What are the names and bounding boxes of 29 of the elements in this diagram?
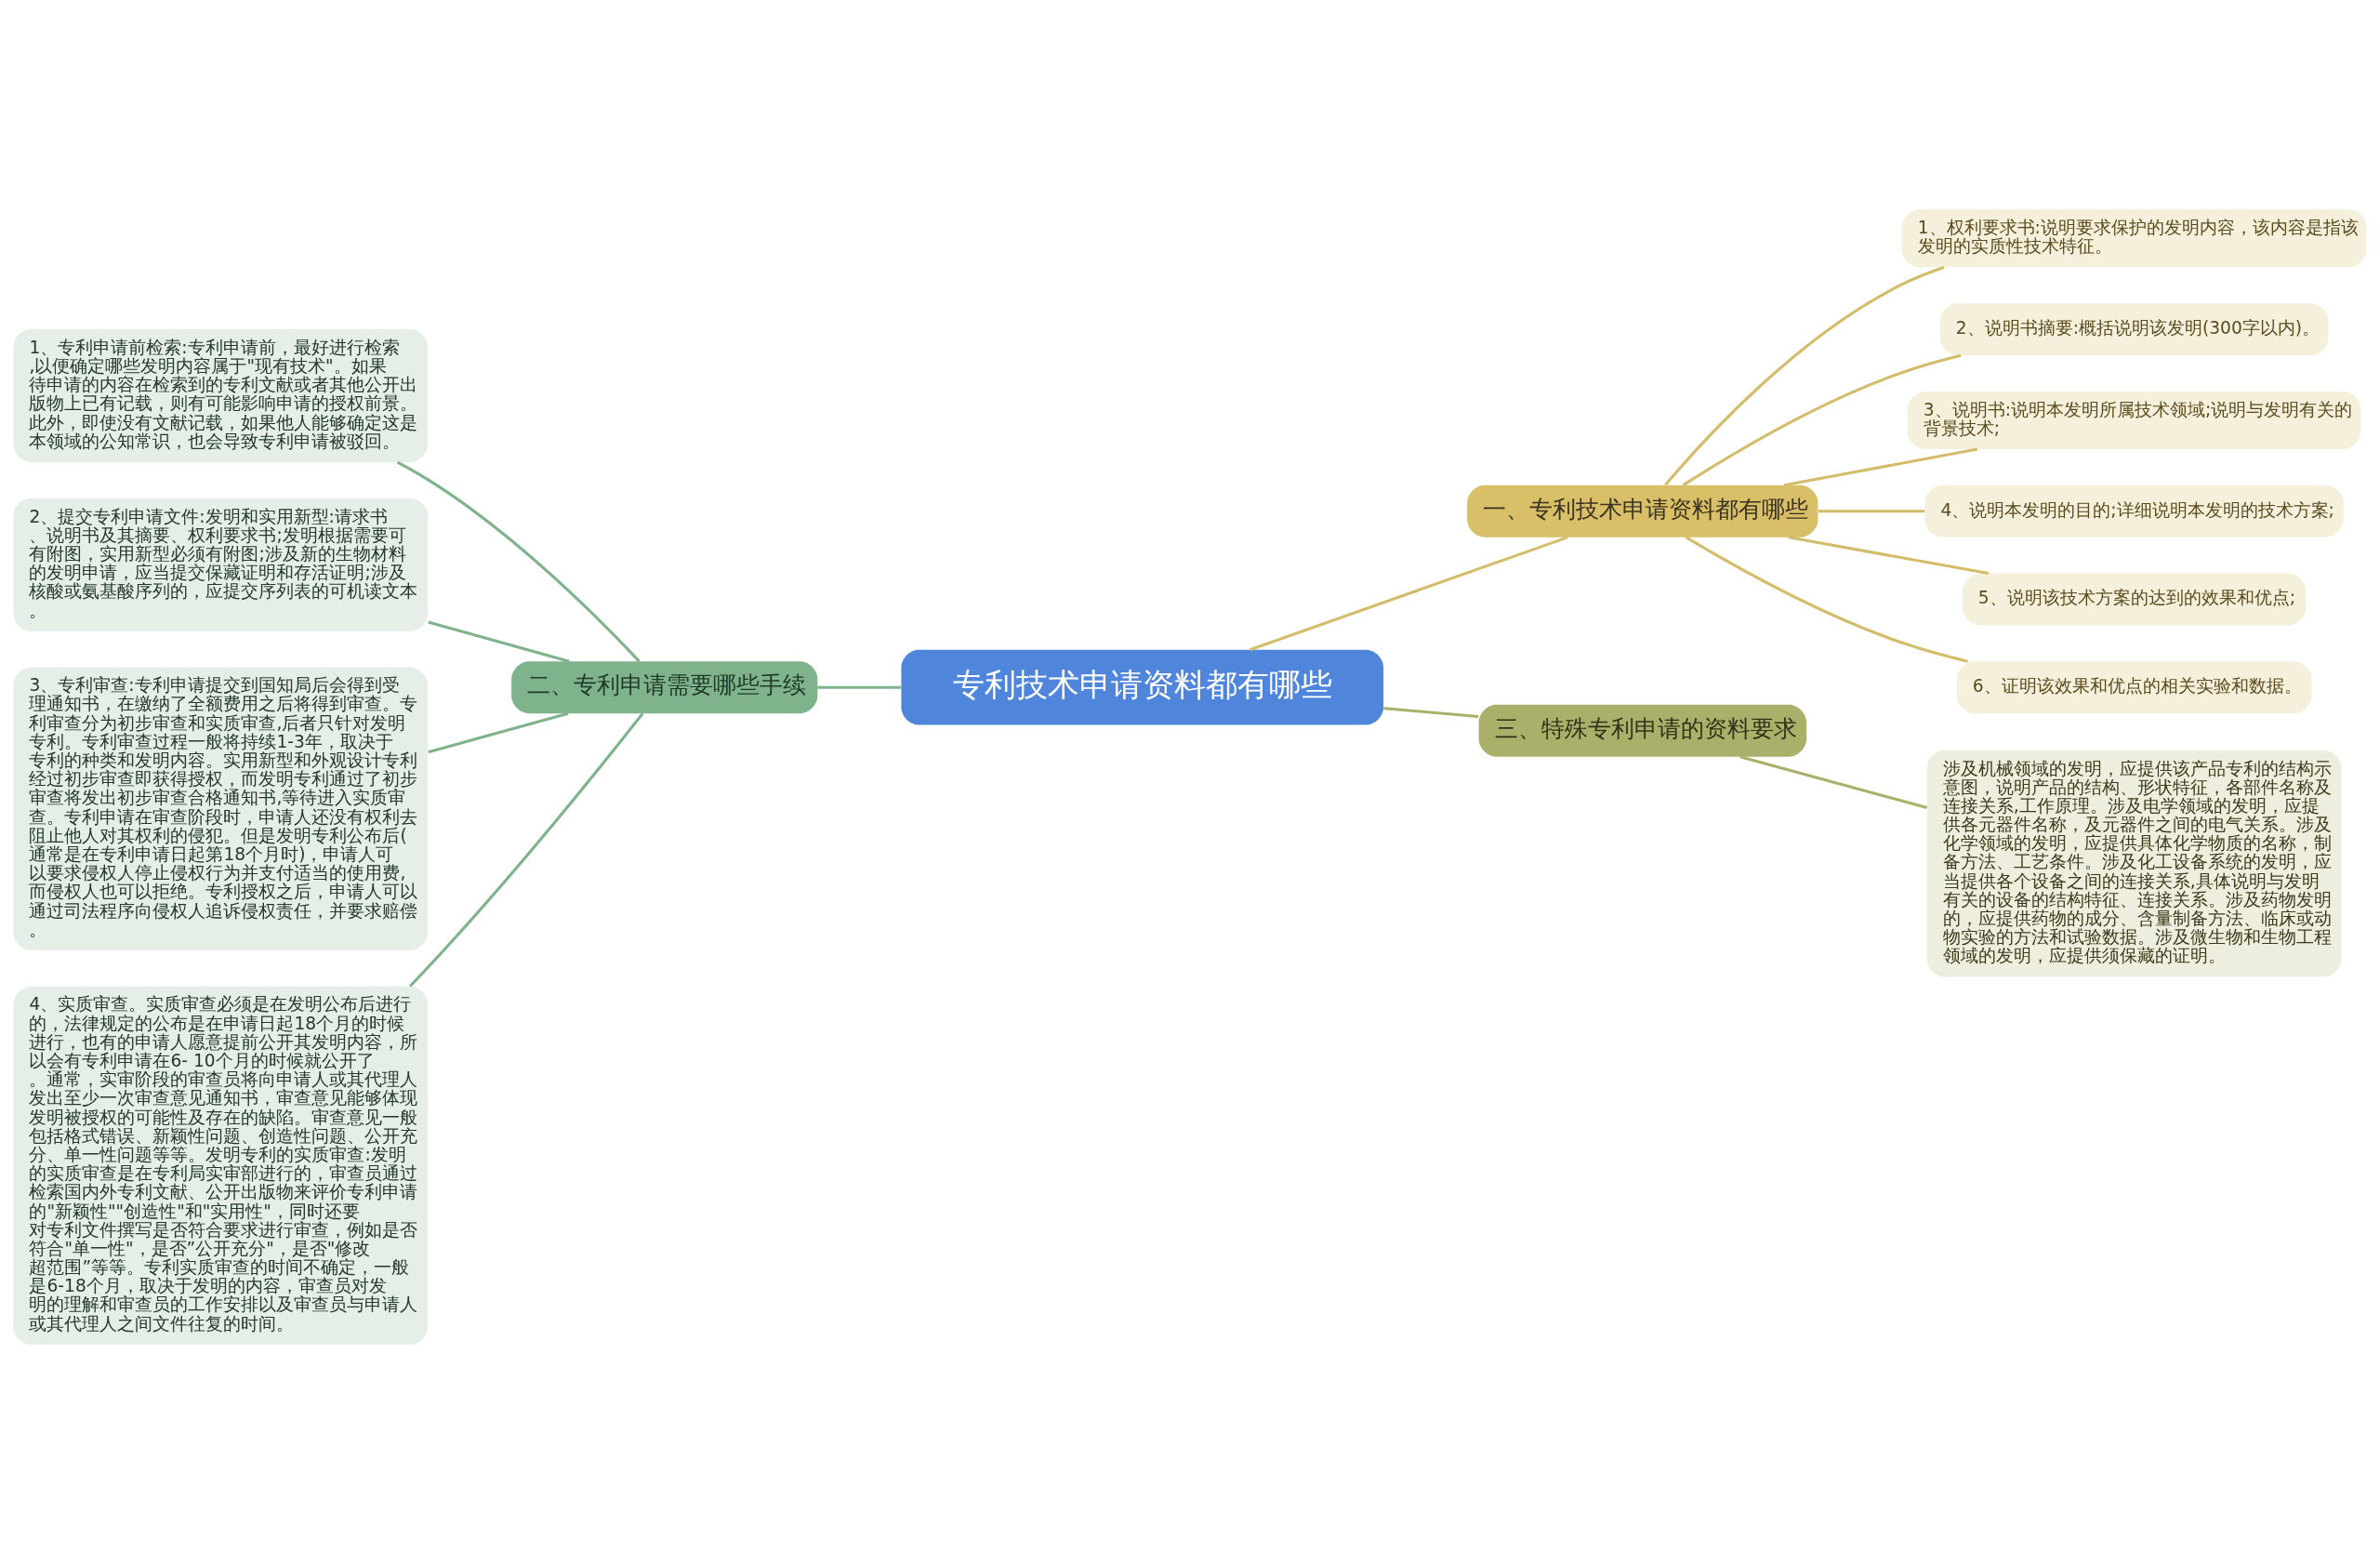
connector: [408, 712, 644, 988]
connector: [428, 619, 570, 663]
connector: [1788, 535, 1990, 575]
node-box: 3、说明书:说明本发明所属技术领域;说明与发明有关的背景技术;: [1907, 391, 2361, 449]
connector: [1818, 509, 1925, 512]
node-box: 专利技术申请资料都有哪些: [901, 649, 1384, 725]
connector: [817, 685, 902, 689]
node-box: 4、实质审查。实质审查必须是在发明公布后进行的，法律规定的公布是在申请日起18个月的时候进行，也有的申请人愿意提前公开其发明内容，所以会有专利申请在6- 10个月的时候就公开了。通常，实审阶段的审查员将向申请人或其代理人发出至少一次审查意见通知书，审查意见能够体现发明被授权的可能性及存在的缺陷。审查意见一般包括格式错误、新颖性问题、创造性问题、公开充分、单一性问题等等。发明专利的实质审查:发明的实质审查是在专利局实审部进行的，审查员通过检索国内外专利文献、公开出版物来评价专利申请的"新颖性""创造性"和"实用性"，同时还要对专利文件撰写是否符合要求进行审查，例如是否符合"单一性"，是否”公开充分"，是否"修改超范围”等等。专利实质审查的时间不确定，一般是6-18个月，取决于发明的内容，审查员对发明的理解和审查员的工作安排以及审查员与申请人或其代理人之间文件往复的时间。: [13, 986, 429, 1345]
node-box: 4、说明本发明的目的;详细说明本发明的技术方案;: [1924, 484, 2344, 538]
connector: [428, 711, 569, 753]
node-box: 1、权利要求书:说明要求保护的发明内容，该内容是指该发明的实质性技术特征。: [1901, 208, 2367, 267]
node-box: 三、特殊专利申请的资料要求: [1478, 704, 1807, 757]
node-box: 3、专利审查:专利申请提交到国知局后会得到受理通知书，在缴纳了全额费用之后将得到审查。专利审查分为初步审查和实质审查,后者只针对发明专利。专利审查过程一般将持续1-3年，取决于专利的种类和发明内容。实用新型和外观设计专利经过初步审查即获得授权，而发明专利通过了初步审查将发出初步审查合格通知书,等待进入实质审查。专利申请在审查阶段时，申请人还没有权利去阻止他人对其权利的侵犯。但是发明专利公布后(通常是在专利申请日起第18个月时)，申请人可以要求侵权人停止侵权行为并支付适当的使用费,而侵权人也可以拒绝。专利授权之后，申请人可以通过司法程序向侵权人追诉侵权责任，并要求赔偿。: [13, 667, 429, 950]
node-box: 二、专利申请需要哪些手续: [511, 660, 818, 713]
node-box: 5、说明该技术方案的达到的效果和优点;: [1962, 573, 2307, 625]
node-box: 6、证明该效果和优点的相关实验和数据。: [1956, 660, 2312, 713]
node-box: 1、专利申请前检索:专利申请前，最好进行检索,以便确定哪些发明内容属于"现有技术"。如果待申请的内容在检索到的专利文献或者其他公开出版物上已有记载，则有可能影响申请的授权前景。此外，即使没有文献记载，如果他人能够确定这是本领域的公知常识，也会导致专利申请被驳回。: [13, 328, 429, 462]
connector: [396, 460, 641, 662]
connector: [1739, 754, 1927, 809]
connector: [1383, 706, 1479, 718]
node-box: 2、说明书摘要:概括说明该发明(300字以内)。: [1939, 302, 2329, 355]
connector: [1664, 265, 1945, 485]
node-box: 涉及机械领域的发明，应提供该产品专利的结构示意图，说明产品的结构、形状特征，各部件名称及连接关系,工作原理。涉及电学领域的发明，应提供各元器件名称，及元器件之间的电气关系。涉及化学领域的发明，应提供具体化学物质的名称，制备方法、工艺条件。涉及化工设备系统的发明，应当提供各个设备之间的连接关系,具体说明与发明有关的设备的结构特征、连接关系。涉及药物发明的，应提供药物的成分、含量制备方法、临床或动物实验的方法和试验数据。涉及微生物和生物工程领域的发明，应提供须保藏的证明。: [1926, 750, 2342, 977]
node-box: 2、提交专利申请文件:发明和实用新型:请求书、说明书及其摘要、权利要求书;发明根据需要可有附图，实用新型必须有附图;涉及新的生物材料的发明申请，应当提交保藏证明和存活证明;涉及核酸或氨基酸序列的，应提交序列表的可机读文本。: [13, 498, 429, 631]
connector: [1682, 353, 1962, 486]
node-box: 一、专利技术申请资料都有哪些: [1467, 484, 1818, 538]
connector: [1249, 535, 1568, 651]
connector: [1783, 447, 1978, 486]
connector: [1685, 536, 1968, 663]
